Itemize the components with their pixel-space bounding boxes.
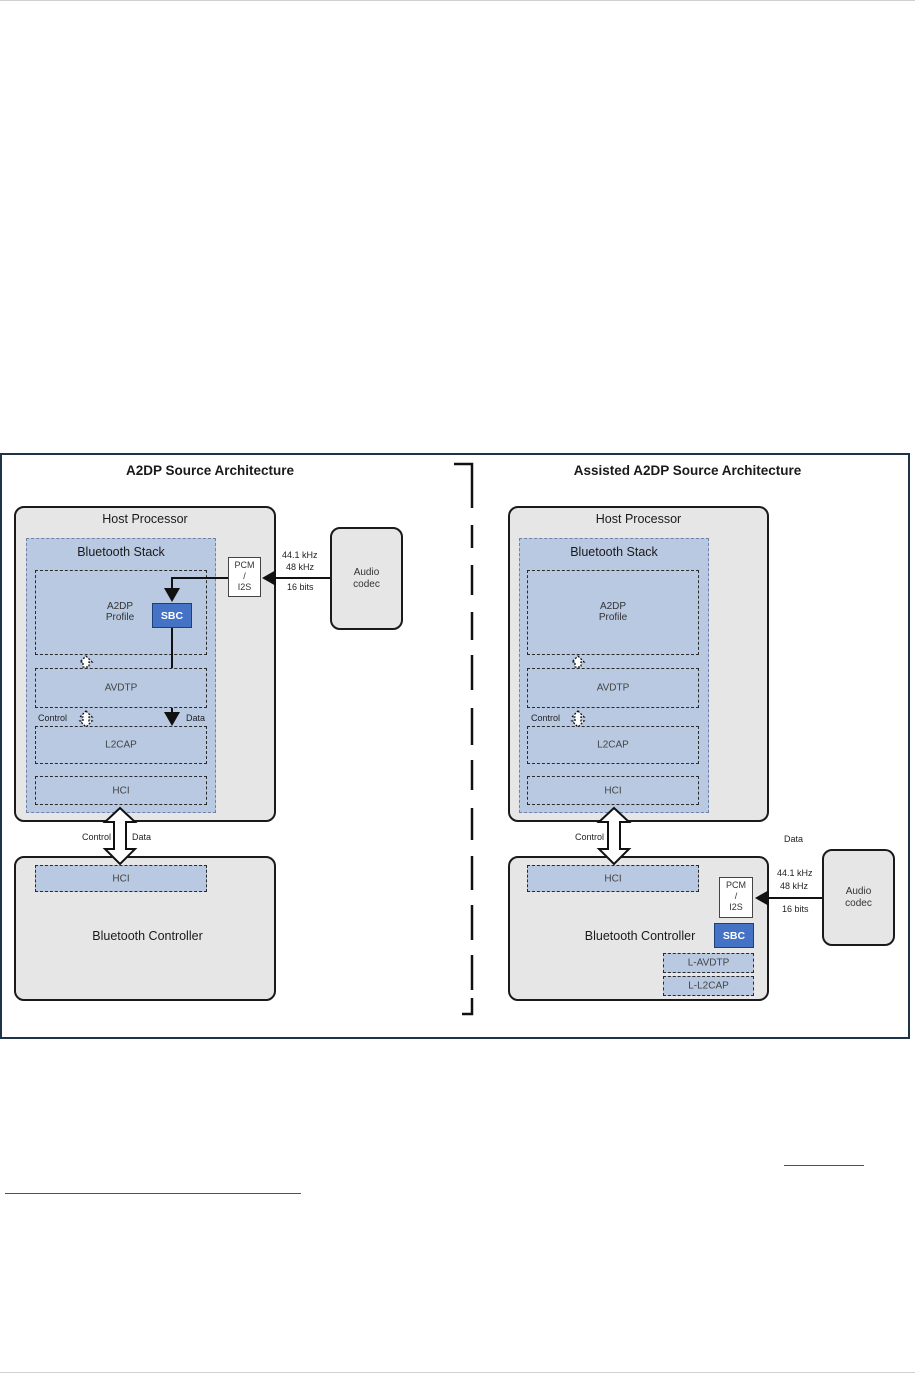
left-host-processor-label: Host Processor <box>102 512 188 526</box>
right-pcm-line2: / <box>734 891 738 901</box>
right-controller-hci: HCI <box>527 865 699 892</box>
bottom-page-rule <box>0 1372 915 1373</box>
left-pcm-line3: I2S <box>237 582 252 592</box>
right-bits: 16 bits <box>782 904 809 914</box>
right-l2cap: L2CAP <box>527 726 699 764</box>
left-pcm-line2: / <box>243 571 246 581</box>
right-l-avdtp-label: L-AVDTP <box>687 957 730 969</box>
right-codec-line2: codec <box>845 897 872 909</box>
left-a2dp-profile-line1: A2DP <box>106 601 134 612</box>
right-hci: HCI <box>527 776 699 805</box>
right-data-label: Data <box>784 834 804 844</box>
left-data-label: Data <box>186 713 206 723</box>
right-a2dp-profile <box>527 570 699 655</box>
left-controller-hci: HCI <box>35 865 207 892</box>
right-pcm-i2s: PCM / I2S <box>719 877 753 918</box>
right-pcm-line3: I2S <box>729 902 743 912</box>
left-pcm-i2s: PCM / I2S <box>228 557 261 597</box>
right-link-control-label: Control <box>575 832 605 842</box>
left-pcm-line1: PCM <box>234 560 255 570</box>
right-l-l2cap: L-L2CAP <box>663 976 754 996</box>
reference-link-underline-a[interactable] <box>784 1165 864 1166</box>
right-a2dp-profile-line2: Profile <box>598 612 628 623</box>
right-bluetooth-stack-label: Bluetooth Stack <box>570 545 658 559</box>
left-control-label: Control <box>38 713 68 723</box>
left-codec-line2: codec <box>353 578 380 590</box>
right-controller-hci-label: HCI <box>604 873 622 884</box>
left-bluetooth-stack-label: Bluetooth Stack <box>77 545 165 559</box>
left-hci-label: HCI <box>112 785 130 796</box>
left-a2dp-profile-line2: Profile <box>105 612 135 623</box>
right-control-label: Control <box>531 713 561 723</box>
left-hci: HCI <box>35 776 207 805</box>
left-avdtp: AVDTP <box>35 668 207 708</box>
left-title: A2DP Source Architecture <box>125 463 295 478</box>
left-sbc-block: SBC <box>152 603 192 628</box>
left-bluetooth-controller-label: Bluetooth Controller <box>92 929 203 943</box>
right-a2dp-profile-line1: A2DP <box>599 601 627 612</box>
left-l2cap: L2CAP <box>35 726 207 764</box>
reference-link-underline-b[interactable] <box>5 1193 301 1194</box>
right-avdtp: AVDTP <box>527 668 699 708</box>
left-link-data-label: Data <box>132 832 152 842</box>
right-l2cap-label: L2CAP <box>597 739 629 751</box>
left-codec-line1: Audio <box>353 566 380 578</box>
right-host-processor-label: Host Processor <box>595 512 682 526</box>
left-l2cap-label: L2CAP <box>105 739 137 751</box>
right-sbc-block: SBC <box>714 923 754 948</box>
right-bluetooth-controller-label: Bluetooth Controller <box>584 929 696 943</box>
left-controller-hci-label: HCI <box>112 873 130 884</box>
left-avdtp-label: AVDTP <box>104 682 138 694</box>
right-codec-line1: Audio <box>845 885 872 897</box>
right-l-avdtp: L-AVDTP <box>663 953 754 973</box>
right-avdtp-label: AVDTP <box>596 682 630 694</box>
right-l-l2cap-label: L-L2CAP <box>688 980 729 992</box>
left-freq-48: 48 kHz <box>286 562 315 572</box>
left-link-control-label: Control <box>82 832 112 842</box>
right-title: Assisted A2DP Source Architecture <box>573 463 802 478</box>
left-freq-44: 44.1 kHz <box>282 550 318 560</box>
top-page-rule <box>0 0 915 1</box>
right-hci-label: HCI <box>604 785 622 796</box>
right-freq-48: 48 kHz <box>780 881 809 891</box>
right-freq-44: 44.1 kHz <box>777 868 813 878</box>
left-bits: 16 bits <box>287 582 314 592</box>
right-pcm-line1: PCM <box>726 880 746 890</box>
